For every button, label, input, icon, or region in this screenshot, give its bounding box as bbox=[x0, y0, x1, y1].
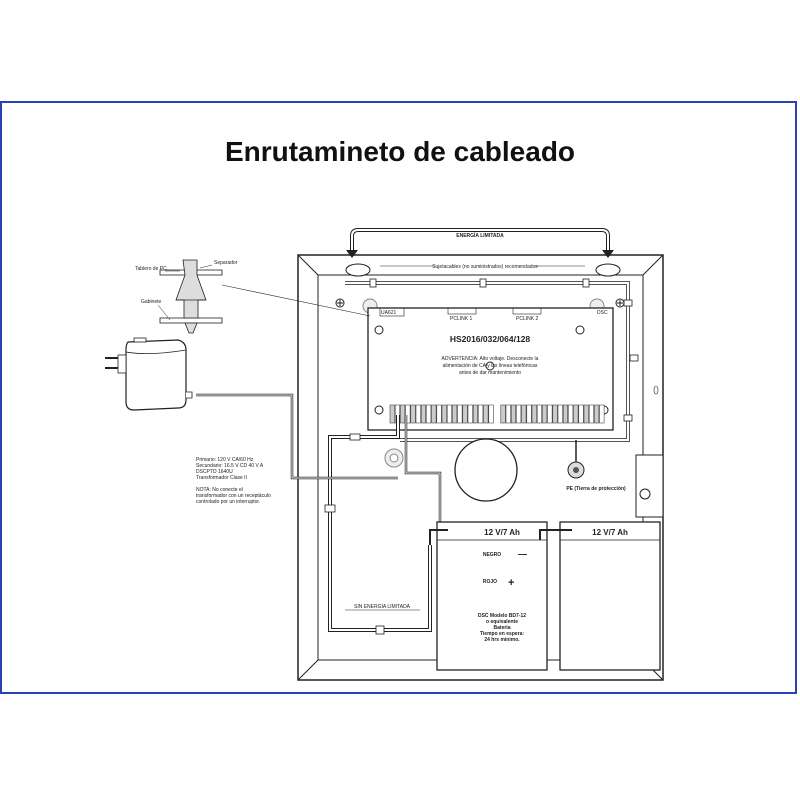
separador-label: Separador bbox=[214, 260, 238, 266]
rojo-label: ROJO bbox=[483, 579, 497, 585]
battery-1 bbox=[436, 521, 548, 671]
battery-info-4: Tiempo en espera: bbox=[480, 631, 524, 637]
battery-2-label: 12 V/7 Ah bbox=[592, 528, 628, 537]
terminal-block bbox=[462, 404, 468, 424]
terminal-block bbox=[457, 404, 463, 424]
terminal-block bbox=[415, 404, 421, 424]
terminal-block bbox=[562, 404, 568, 424]
terminal-block bbox=[510, 404, 516, 424]
transformer-spec-2: Secundario: 16.5 V CD 40 V A bbox=[196, 463, 264, 469]
terminal-block bbox=[488, 404, 494, 424]
terminal-block bbox=[583, 404, 589, 424]
minus-sign: — bbox=[518, 549, 527, 559]
terminal-block bbox=[467, 404, 473, 424]
terminal-block bbox=[410, 404, 416, 424]
terminal-block bbox=[578, 404, 584, 424]
terminal-block bbox=[426, 404, 432, 424]
terminal-block bbox=[420, 404, 426, 424]
terminal-block bbox=[500, 404, 506, 424]
pclink2-label: PCLINK 2 bbox=[516, 316, 538, 322]
terminal-block bbox=[521, 404, 527, 424]
terminal-block bbox=[599, 404, 605, 424]
terminal-block bbox=[542, 404, 548, 424]
terminal-block bbox=[478, 404, 484, 424]
model-label: HS2016/032/064/128 bbox=[450, 334, 531, 344]
transformer-spec-3: DSCPTD 1640U bbox=[196, 469, 233, 475]
terminal-block bbox=[472, 404, 478, 424]
terminal-block bbox=[452, 404, 458, 424]
sujetacables-label: Sujetacables (no suministrados) recomend… bbox=[432, 264, 538, 270]
negro-label: NEGRO bbox=[483, 552, 501, 558]
terminal-block bbox=[446, 404, 452, 424]
terminal-block bbox=[505, 404, 511, 424]
advertencia-line-3: antes de dar mantenimiento bbox=[459, 370, 521, 376]
nota-line-1: NOTA: No conecte el bbox=[196, 487, 243, 493]
battery-info-3: Batería bbox=[494, 625, 511, 631]
terminal-block bbox=[526, 404, 532, 424]
page-title: Enrutamineto de cableado bbox=[224, 136, 576, 167]
advertencia-line-1: ADVERTENCIA: Alto voltaje. Desconecte la bbox=[442, 356, 539, 362]
sin-energia-label: SIN ENERGÍA LIMITADA bbox=[354, 603, 411, 610]
gabinete-label: Gabinete bbox=[141, 299, 162, 305]
advertencia-line-2: alimentación de CA y las líneas telefóni… bbox=[443, 363, 538, 369]
terminal-block bbox=[547, 404, 553, 424]
terminal-block bbox=[552, 404, 558, 424]
terminal-block bbox=[573, 404, 579, 424]
energia-limitada-label: ENERGÍA LIMITADA bbox=[456, 231, 504, 239]
battery-2 bbox=[559, 521, 661, 671]
terminal-block bbox=[588, 404, 594, 424]
terminal-block bbox=[389, 404, 395, 424]
nota-line-3: controlado por un interruptor. bbox=[196, 499, 260, 505]
battery-info-5: 24 hrs mínimo. bbox=[484, 637, 520, 643]
battery-1-label: 12 V/7 Ah bbox=[484, 528, 520, 537]
terminal-block bbox=[531, 404, 537, 424]
terminal-strip bbox=[389, 404, 605, 424]
terminal-block bbox=[516, 404, 522, 424]
spacer-detail bbox=[159, 259, 223, 334]
terminal-block bbox=[568, 404, 574, 424]
terminal-block bbox=[483, 404, 489, 424]
knockout-hole bbox=[454, 438, 518, 502]
battery-info-2: o equivalente bbox=[486, 619, 518, 625]
terminal-block bbox=[431, 404, 437, 424]
terminal-block bbox=[400, 404, 406, 424]
dsc-label: DSC bbox=[597, 310, 608, 316]
terminal-block bbox=[536, 404, 542, 424]
transformer-spec-1: Primario: 120 V CA/60 Hz bbox=[196, 457, 254, 463]
nota-line-2: transformador con un receptáculo bbox=[196, 493, 271, 499]
callout-line bbox=[221, 284, 371, 317]
tablero-pc-label: Tablero de PC bbox=[135, 266, 167, 272]
pe-label: PE (Tierra de protección) bbox=[566, 486, 626, 492]
terminal-block bbox=[557, 404, 563, 424]
terminal-block bbox=[405, 404, 411, 424]
battery-info-1: DSC Modelo BD7-12 bbox=[478, 613, 526, 619]
terminal-block bbox=[594, 404, 600, 424]
transformer-icon bbox=[105, 337, 193, 411]
ua621-label: UA621 bbox=[381, 310, 397, 316]
pclink1-label: PCLINK 1 bbox=[450, 316, 472, 322]
cabinet-left-bevel bbox=[297, 254, 319, 681]
plus-sign: + bbox=[508, 577, 514, 589]
terminal-block bbox=[436, 404, 442, 424]
terminal-block bbox=[441, 404, 447, 424]
transformer-spec-4: Transformador Clase II bbox=[196, 475, 247, 481]
